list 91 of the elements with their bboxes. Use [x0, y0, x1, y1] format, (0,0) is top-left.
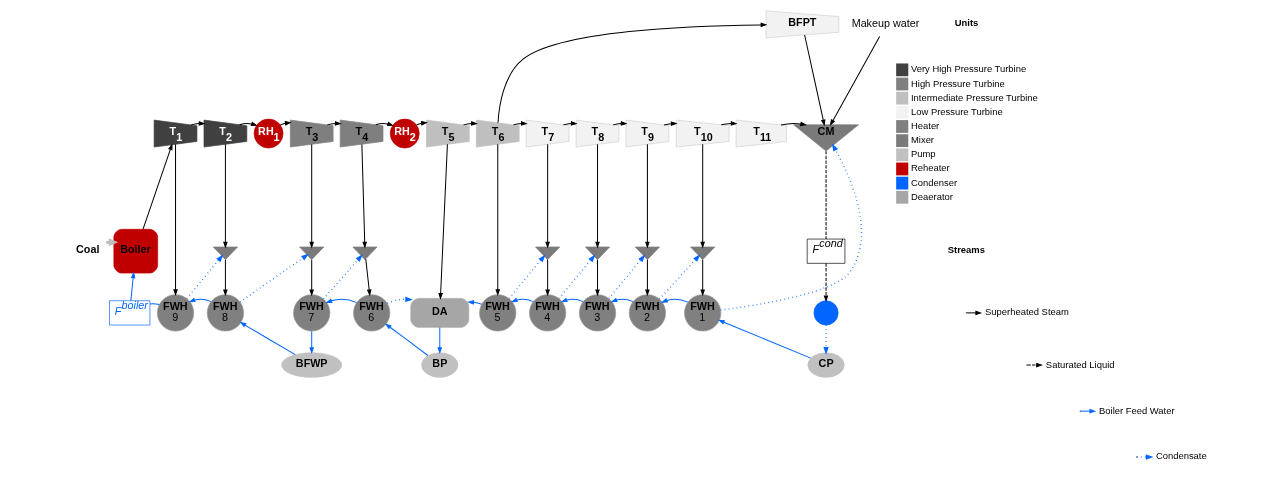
- arrow: [129, 271, 135, 302]
- arrow: [512, 121, 528, 126]
- legend-label: High Pressure Turbine: [910, 77, 1005, 89]
- arrow: [437, 143, 448, 300]
- arrow: [660, 298, 688, 303]
- arrow: [142, 143, 172, 230]
- arrow: [466, 300, 482, 305]
- arrow: [803, 34, 825, 127]
- legend-label: Pump: [910, 148, 936, 160]
- node-circle: FWH 8: [206, 294, 244, 332]
- arrow: [780, 121, 807, 127]
- arrow: [188, 297, 211, 303]
- node-circle: FWH 1: [683, 294, 721, 332]
- node-box: Boiler: [113, 228, 158, 274]
- legend-label: Boiler Feed Water: [1098, 404, 1175, 416]
- arrow: [557, 254, 595, 300]
- arrow: [497, 22, 767, 124]
- arrow: [717, 319, 811, 359]
- legend-label: Very High Pressure Turbine: [910, 63, 1026, 75]
- arrow: [384, 323, 428, 356]
- arrow: [644, 143, 650, 249]
- arrow: [610, 297, 633, 303]
- arrow: [507, 254, 545, 300]
- arrow: [510, 297, 534, 303]
- arrow: [829, 36, 880, 127]
- arrow: [562, 121, 578, 126]
- legend-label: Intermediate Pressure Turbine: [910, 91, 1038, 103]
- arrow: [560, 297, 584, 303]
- arrow: [386, 296, 413, 304]
- arrow: [544, 259, 550, 297]
- arrow: [238, 253, 309, 303]
- arrow: [415, 120, 428, 126]
- arrow: [325, 298, 357, 304]
- arrow: [663, 121, 678, 126]
- node-text: Makeup water: [851, 16, 919, 29]
- node-ellipse: BP: [420, 352, 458, 378]
- arrow: [185, 254, 223, 300]
- node-triangle: [584, 246, 610, 260]
- arrow: [436, 326, 442, 355]
- legend-label: Condenser: [910, 176, 957, 188]
- arrow: [594, 143, 600, 249]
- node-box: DA: [409, 298, 469, 328]
- legend-label: Deaerator: [910, 190, 953, 202]
- legend-label: Reheater: [910, 162, 950, 174]
- arrow: [699, 143, 705, 249]
- label: Streams: [947, 244, 985, 256]
- arrow: [279, 120, 292, 126]
- legend-label: Saturated Liquid: [1045, 358, 1114, 370]
- node-triangle: [212, 246, 238, 260]
- node-ellipse: CP: [807, 352, 845, 378]
- arrow: [494, 143, 500, 296]
- arrow: [823, 263, 828, 303]
- arrow: [462, 121, 478, 126]
- node-circle: [813, 300, 838, 326]
- arrow: [607, 254, 645, 300]
- arrow: [374, 121, 394, 127]
- label: Units: [954, 17, 978, 29]
- arrow: [239, 321, 296, 356]
- arrow: [822, 324, 829, 355]
- arrow: [594, 259, 600, 297]
- arrow: [644, 259, 650, 297]
- arrow: [172, 143, 178, 296]
- arrow: [308, 259, 314, 297]
- legend-label: Condensate: [1155, 450, 1207, 462]
- legend-label: Mixer: [910, 134, 934, 146]
- arrow: [699, 259, 705, 297]
- arrow: [190, 121, 205, 126]
- connector: [825, 150, 827, 240]
- node-ellipse: BFWP: [280, 352, 342, 378]
- legend-label: Low Pressure Turbine: [910, 105, 1003, 117]
- arrow: [720, 121, 737, 126]
- node-text: Coal: [75, 243, 99, 256]
- arrow: [612, 121, 627, 126]
- arrow: [326, 121, 342, 126]
- node-box: BFPT: [765, 10, 839, 39]
- arrow: [322, 254, 363, 300]
- arrow: [360, 143, 367, 249]
- node-triangle: [534, 246, 560, 260]
- node-circle: FWH 7: [292, 294, 330, 332]
- arrow: [222, 259, 228, 297]
- arrow: [544, 143, 550, 249]
- arrow: [658, 254, 700, 300]
- arrow: [308, 143, 314, 249]
- legend-label: Heater: [910, 119, 939, 131]
- arrow: [238, 121, 258, 127]
- arrow: [364, 258, 371, 297]
- connector: [148, 303, 160, 306]
- arrow: [308, 330, 314, 354]
- node-triangle: [634, 246, 660, 260]
- legend-label: Superheated Steam: [984, 306, 1069, 318]
- arrow: [222, 143, 228, 249]
